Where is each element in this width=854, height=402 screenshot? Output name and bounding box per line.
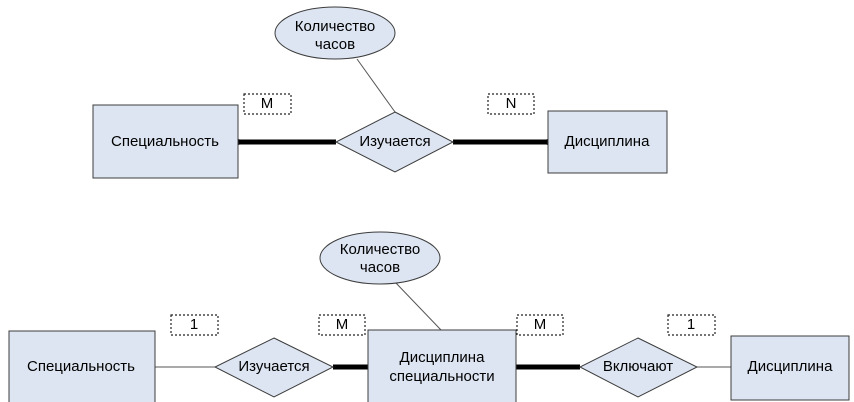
cardinality-box <box>170 314 219 336</box>
relationship-diamond <box>334 111 455 173</box>
cardinality-box <box>516 314 564 336</box>
relationship-label: Включают <box>603 358 673 375</box>
attribute-label-line1: Количество <box>340 241 421 258</box>
relationship-diamond <box>213 337 335 398</box>
entity-label: Дисциплина <box>565 133 651 150</box>
cardinality-label: M <box>261 95 274 112</box>
attribute-ellipse <box>274 6 396 60</box>
attribute-label-line2: часов <box>360 259 400 276</box>
entity-box <box>547 110 668 174</box>
diagram-2: Количество часов Специальность Изучается… <box>8 231 850 402</box>
entity-label: Специальность <box>111 133 219 150</box>
cardinality-label: 1 <box>190 316 198 333</box>
entity-box <box>730 335 850 401</box>
attribute-label-line2: часов <box>315 36 355 53</box>
entity-label-line1: Дисциплина <box>400 349 486 366</box>
relationship-diamond <box>578 337 699 398</box>
entity-box <box>92 104 239 179</box>
entity-label-line2: специальности <box>389 368 494 385</box>
attribute-ellipse <box>319 231 441 285</box>
diagram-1: Количество часов Специальность Изучается… <box>92 6 668 179</box>
entity-box <box>367 329 517 402</box>
cardinality-label: M <box>534 316 547 333</box>
cardinality-box <box>318 314 366 336</box>
relationship-label: Изучается <box>238 358 309 375</box>
entity-label: Дисциплина <box>748 358 834 375</box>
cardinality-label: 1 <box>687 316 695 333</box>
cardinality-label: N <box>506 95 517 112</box>
cardinality-box <box>243 93 292 115</box>
entity-label: Специальность <box>27 358 135 375</box>
entity-box <box>8 330 156 402</box>
cardinality-box <box>667 314 716 336</box>
attribute-connector <box>356 58 396 113</box>
attribute-connector <box>394 281 442 331</box>
relationship-label: Изучается <box>359 133 430 150</box>
cardinality-label: M <box>336 316 349 333</box>
attribute-label-line1: Количество <box>295 18 376 35</box>
cardinality-box <box>487 93 535 115</box>
